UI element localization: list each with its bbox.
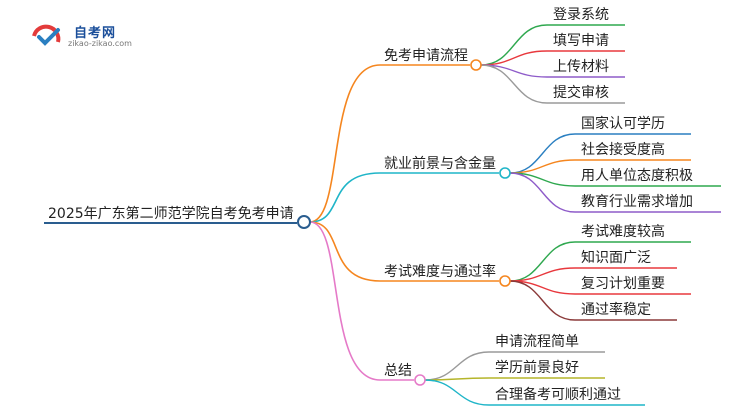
branch-node bbox=[499, 167, 511, 179]
leaf-edge bbox=[509, 280, 576, 321]
leaf-edge bbox=[424, 351, 490, 381]
leaf-edge bbox=[424, 379, 490, 406]
leaf-edge bbox=[509, 133, 576, 174]
branch-edge bbox=[309, 221, 381, 381]
leaf-label: 提交审核 bbox=[553, 84, 609, 101]
leaf-label: 通过率稳定 bbox=[581, 301, 651, 318]
branch-edge bbox=[309, 172, 381, 223]
branch-node bbox=[414, 374, 426, 386]
root-node bbox=[297, 215, 311, 229]
logo-url: zikao-zikao.com bbox=[68, 39, 132, 48]
branch-edge bbox=[309, 64, 381, 223]
leaf-label: 登录系统 bbox=[553, 7, 609, 23]
leaf-label: 学历前景良好 bbox=[495, 359, 579, 376]
leaf-edge bbox=[509, 241, 576, 282]
branch-node bbox=[499, 275, 511, 287]
leaf-label: 国家认可学历 bbox=[581, 115, 665, 132]
root-label: 2025年广东第二师范学院自考免考申请 bbox=[48, 205, 294, 222]
leaf-edge bbox=[480, 64, 548, 104]
leaf-label: 合理备考可顺利通过 bbox=[495, 386, 621, 403]
branch-label: 总结 bbox=[384, 363, 412, 379]
leaf-edge bbox=[480, 24, 548, 66]
logo-icon bbox=[32, 24, 61, 46]
branch-label: 就业前景与含金量 bbox=[384, 155, 496, 172]
leaf-label: 申请流程简单 bbox=[495, 333, 579, 350]
logo: 自考网 zikao-zikao.com bbox=[30, 20, 150, 54]
leaf-label: 复习计划重要 bbox=[581, 275, 665, 292]
leaf-label: 填写申请 bbox=[553, 33, 609, 49]
logo-title: 自考网 bbox=[74, 26, 117, 41]
leaf-label: 用人单位态度积极 bbox=[581, 168, 693, 184]
leaf-label: 教育行业需求增加 bbox=[581, 194, 693, 210]
branch-edge bbox=[309, 221, 381, 282]
branch-label: 免考申请流程 bbox=[384, 48, 468, 64]
leaf-label: 上传材料 bbox=[553, 59, 609, 75]
leaf-label: 社会接受度高 bbox=[581, 141, 665, 158]
branch-label: 考试难度与通过率 bbox=[384, 263, 496, 280]
leaf-label: 知识面广泛 bbox=[581, 249, 651, 266]
leaf-label: 考试难度较高 bbox=[581, 223, 665, 240]
leaf-edge bbox=[509, 172, 576, 213]
branch-node bbox=[470, 59, 482, 71]
